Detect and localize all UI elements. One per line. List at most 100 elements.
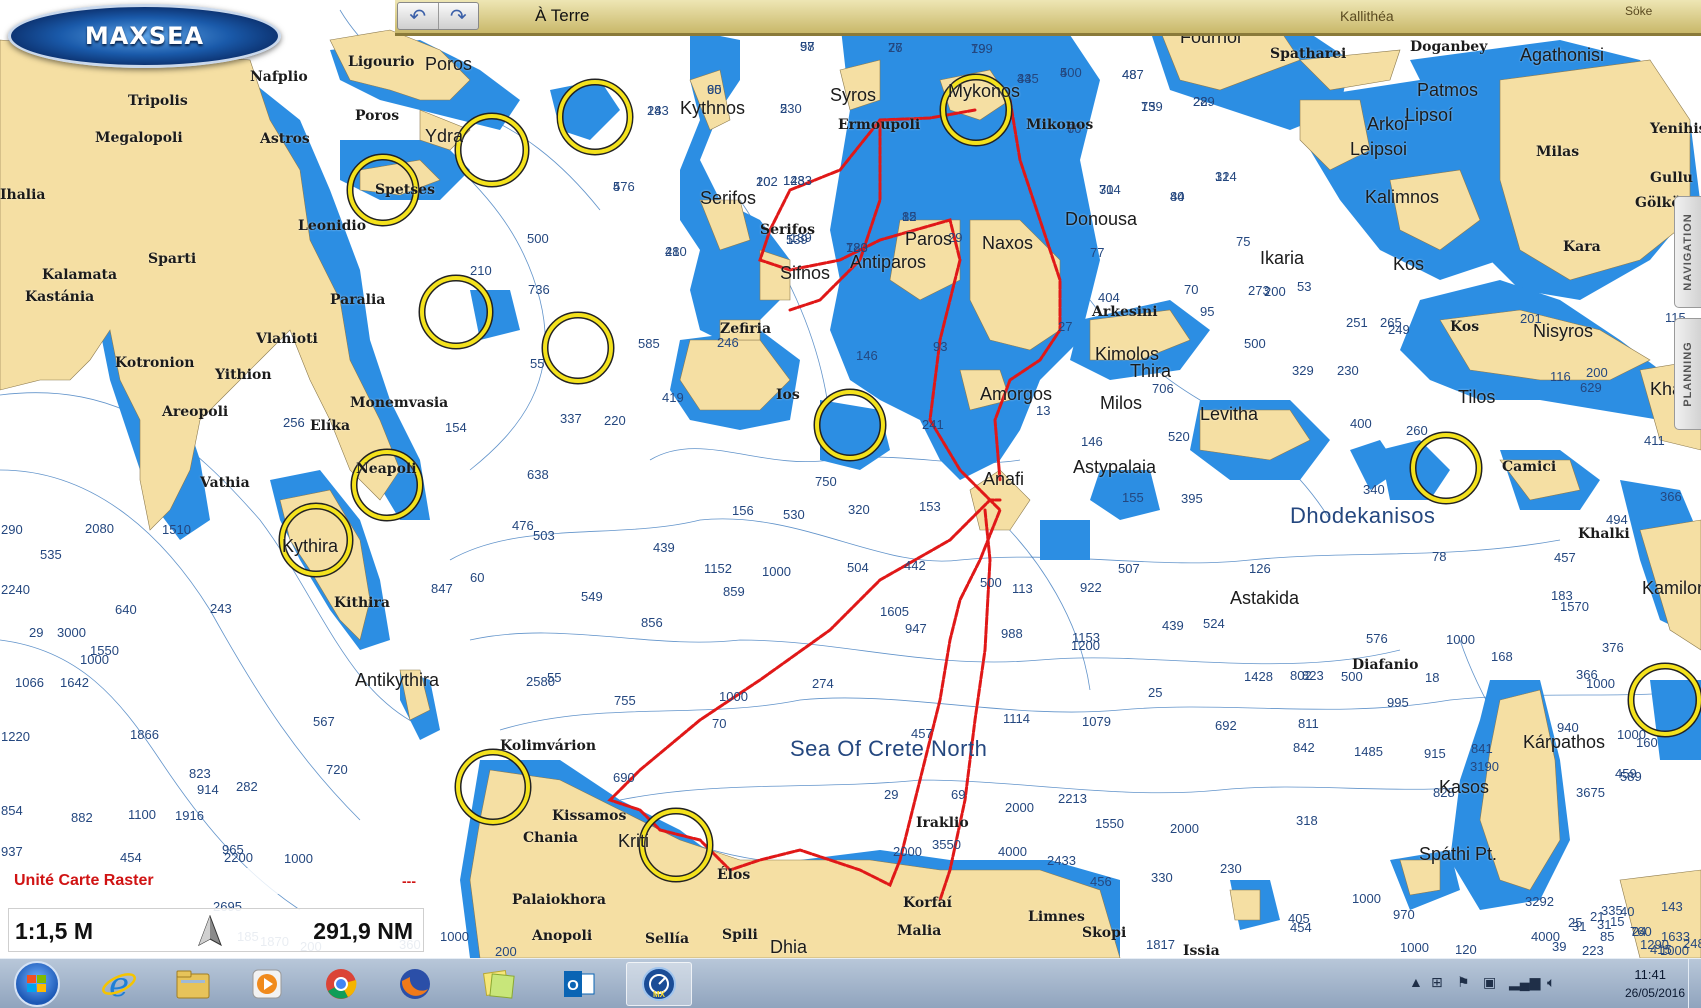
taskbar-item-explorer[interactable] [160, 962, 226, 1006]
place-label: Doganbey [1410, 39, 1488, 55]
depth-sounding: 329 [1292, 363, 1314, 378]
depth-sounding: 21 [1590, 909, 1605, 924]
show-hidden-icons-icon[interactable]: ▲ [1409, 974, 1423, 990]
depth-sounding: 2580 [526, 674, 555, 689]
depth-sounding: 95 [1200, 304, 1215, 319]
taskbar-item-firefox[interactable] [382, 962, 448, 1006]
usb-device-icon[interactable]: ▣ [1483, 974, 1497, 990]
depth-sounding: 220 [604, 413, 626, 428]
depth-sounding: 2480 [1683, 936, 1701, 951]
depth-sounding: 1000 [1352, 891, 1381, 906]
clock-time[interactable]: 11:41 [1634, 967, 1666, 982]
depth-sounding: 847 [431, 581, 453, 596]
taskbar-item-media[interactable] [234, 962, 300, 1006]
depth-sounding: 914 [197, 782, 219, 797]
show-desktop-button[interactable] [1688, 959, 1701, 1008]
action-center-icon[interactable]: ⚑ [1457, 974, 1470, 990]
depth-sounding: 155 [1122, 490, 1144, 505]
taskbar-item-maxsea[interactable]: MX [626, 962, 692, 1006]
depth-sounding: 922 [1080, 580, 1102, 595]
place-label: Milas [1536, 144, 1580, 160]
depth-sounding: 828 [1433, 785, 1455, 800]
place-label: Palaiokhora [512, 892, 606, 908]
place-label: Kriti [618, 831, 649, 851]
depth-sounding: 40 [1620, 904, 1635, 919]
depth-sounding: 102 [756, 174, 778, 189]
depth-sounding: 856 [641, 615, 663, 630]
maxsea-logo: MAXSEA [8, 4, 281, 68]
depth-sounding: 988 [1001, 626, 1023, 641]
place-label: Sellía [645, 931, 690, 947]
place-label: Ydra [425, 126, 464, 146]
place-label: Megalopoli [95, 130, 183, 146]
place-label: Leipsoi [1350, 139, 1408, 159]
place-label: Astros [260, 131, 310, 147]
depth-sounding: 1000 [1617, 727, 1646, 742]
depth-sounding: 1000 [440, 929, 469, 944]
taskbar-item-notes[interactable] [466, 962, 532, 1006]
depth-sounding: 419 [662, 390, 684, 405]
place-label: Paros [905, 229, 953, 249]
scale-ratio: 1:1,5 M [15, 918, 93, 944]
depth-sounding: 995 [1387, 695, 1409, 710]
depth-sounding: 70 [1099, 182, 1114, 197]
place-label: Paralia [330, 292, 386, 308]
depth-sounding: 289 [1193, 94, 1215, 109]
depth-sounding: 345 [1017, 71, 1039, 86]
tab-planning[interactable]: PLANNING [1674, 318, 1701, 430]
depth-sounding: 1570 [1560, 599, 1589, 614]
depth-sounding: 3000 [57, 625, 86, 640]
place-label: Zefiria [720, 321, 772, 337]
depth-sounding: 77 [888, 40, 903, 55]
depth-sounding: 823 [1302, 668, 1324, 683]
windows-tray-icon[interactable]: ⊞ [1431, 974, 1443, 990]
depth-sounding: 337 [560, 411, 582, 426]
volume-icon[interactable]: 🔈︎ [1547, 974, 1556, 990]
depth-sounding: 69 [951, 787, 966, 802]
place-label: Agathonisi [1520, 45, 1605, 65]
depth-sounding: 1153 [1072, 630, 1100, 645]
depth-sounding: 494 [1606, 512, 1628, 527]
depth-sounding: 780 [846, 240, 868, 255]
place-label: Serifos [700, 188, 757, 208]
undo-icon[interactable]: ↶ [398, 3, 439, 29]
scale-panel-close-button[interactable]: --- [402, 873, 416, 889]
depth-sounding: 520 [1168, 429, 1190, 444]
depth-sounding: 882 [71, 810, 93, 825]
depth-sounding: 1000 [1660, 943, 1689, 958]
depth-sounding: 24 [647, 103, 662, 118]
depth-sounding: 442 [904, 558, 926, 573]
depth-sounding: 230 [1337, 363, 1359, 378]
depth-sounding: 842 [1293, 740, 1315, 755]
depth-sounding: 1642 [60, 675, 89, 690]
clock-date[interactable]: 26/05/2016 [1624, 986, 1685, 1000]
depth-sounding: 504 [847, 560, 869, 575]
taskbar-item-outlook[interactable]: O [546, 962, 612, 1006]
system-tray: ▲ ⊞ ⚑ ▣ ▂▄▆ 🔈︎ 11:41 26/05/2016 [1401, 959, 1701, 1008]
depth-sounding: 156 [732, 503, 754, 518]
tab-navigation[interactable]: NAVIGATION [1674, 196, 1701, 308]
place-label: Serifos [760, 222, 815, 238]
place-label: Issia [1183, 943, 1220, 959]
taskbar-item-ie[interactable]: e [86, 962, 152, 1006]
depth-sounding: 31 [1572, 919, 1587, 934]
depth-sounding: 79 [971, 41, 986, 56]
depth-sounding: 457 [1554, 550, 1576, 565]
place-label: Kythnos [680, 98, 746, 118]
place-label: Syros [830, 85, 877, 105]
depth-sounding: 70 [1184, 282, 1199, 297]
taskbar-item-chrome[interactable] [308, 962, 374, 1006]
redo-icon[interactable]: ↷ [449, 5, 467, 28]
start-button[interactable] [14, 961, 60, 1007]
logo-text: MAXSEA [84, 22, 205, 50]
north-arrow-icon [198, 915, 222, 947]
depth-sounding: 335 [1601, 903, 1623, 918]
depth-sounding: 937 [1, 844, 23, 859]
depth-sounding: 330 [1151, 870, 1173, 885]
depth-sounding: 940 [1557, 720, 1579, 735]
depth-sounding: 31 [1215, 169, 1230, 184]
place-label: Kimolos [1095, 344, 1160, 364]
network-signal-icon[interactable]: ▂▄▆ [1509, 974, 1541, 990]
place-label: Antikythira [355, 670, 440, 690]
